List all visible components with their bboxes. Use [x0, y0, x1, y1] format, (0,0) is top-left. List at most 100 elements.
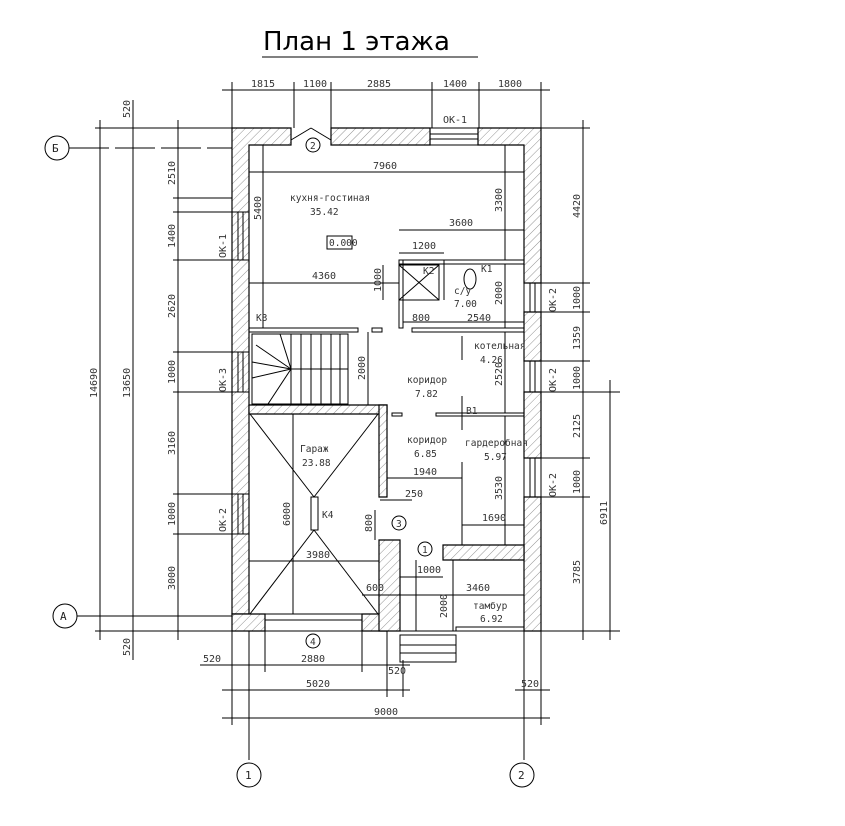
- dimension-label: ОК-2: [548, 288, 559, 312]
- dimension-label: 3530: [494, 476, 505, 500]
- room-area: 6.85: [414, 449, 437, 460]
- dimension-label: 3000: [167, 566, 178, 590]
- dimension-label: 6000: [282, 502, 293, 526]
- dimension-label: 1000: [373, 268, 384, 292]
- drain-k4: [310, 496, 319, 531]
- marker-3: 3: [396, 519, 402, 530]
- dimension-label: 2540: [467, 313, 491, 324]
- windows: [231, 127, 542, 632]
- dimension-label: 3160: [167, 431, 178, 455]
- dimension-label: 6911: [599, 501, 610, 525]
- dimension-label: 2885: [367, 79, 391, 90]
- room-name: с/у: [454, 286, 471, 297]
- axis-a: А: [60, 610, 67, 623]
- elevation-mark: 0.000: [329, 238, 358, 249]
- garage-slope-lines: [249, 413, 379, 615]
- room-name: Гараж: [300, 444, 329, 455]
- marker-1: 1: [422, 545, 428, 556]
- dimension-label: 3785: [572, 560, 583, 584]
- marker-4: 4: [310, 637, 316, 648]
- dimension-label: 1100: [303, 79, 327, 90]
- dimension-lines: [95, 82, 620, 760]
- dimension-label: 1000: [572, 366, 583, 390]
- dimension-label: 520: [388, 666, 406, 677]
- dimension-label: 3300: [494, 188, 505, 212]
- dimension-label: 2880: [301, 654, 325, 665]
- room-name: коридор: [407, 435, 447, 446]
- dimension-label: ОК-2: [218, 508, 229, 532]
- dimension-label: 5020: [306, 679, 330, 690]
- room-area: 5.97: [484, 452, 507, 463]
- room-area: 7.82: [415, 389, 438, 400]
- room-name: гардеробная: [465, 438, 528, 449]
- dimension-label: 4360: [312, 271, 336, 282]
- toilet-icon: [463, 268, 477, 290]
- dimension-label: 520: [203, 654, 221, 665]
- dimension-label: 1000: [572, 286, 583, 310]
- dimension-label: 4420: [572, 194, 583, 218]
- dimension-label: 1000: [167, 360, 178, 384]
- dimension-label: ОК-1: [218, 234, 229, 258]
- dimension-label: 3460: [466, 583, 490, 594]
- dimension-label: 2520: [494, 362, 505, 386]
- room-name: тамбур: [473, 601, 508, 612]
- dimension-label: 1690: [482, 513, 506, 524]
- dimension-label: 800: [412, 313, 430, 324]
- dimension-label: ОК-2: [548, 473, 559, 497]
- dimension-label: 250: [405, 489, 423, 500]
- dimension-label: 2000: [494, 281, 505, 305]
- room-area: 35.42: [310, 207, 339, 218]
- plan-title: План 1 этажа: [263, 27, 450, 57]
- dimension-label: 3600: [449, 218, 473, 229]
- room-area: 6.92: [480, 614, 503, 625]
- dimension-label: 1359: [572, 326, 583, 350]
- dimension-label: 7960: [373, 161, 397, 172]
- tag-k4: К4: [322, 510, 334, 521]
- room-area: 4.26: [480, 355, 503, 366]
- dimension-label: 9000: [374, 707, 398, 718]
- dimension-label: 2510: [167, 161, 178, 185]
- room-labels: кухня-гостиная 35.42 с/у 7.00 котельная 4.2…: [256, 193, 528, 625]
- dimension-label: 1400: [443, 79, 467, 90]
- room-name: коридор: [407, 375, 447, 386]
- tag-k3: К3: [256, 313, 267, 324]
- dimension-label: 2125: [572, 414, 583, 438]
- axis-markers: Б А 1 2 2 3 1 4: [44, 135, 535, 788]
- room-area: 7.00: [454, 299, 477, 310]
- dimension-label: 1400: [167, 224, 178, 248]
- marker-2: 2: [310, 141, 316, 152]
- dimension-label: 1000: [417, 565, 441, 576]
- dimension-label: 5400: [253, 196, 264, 220]
- dimension-label: 14690: [89, 368, 100, 398]
- dimension-label: 2620: [167, 294, 178, 318]
- dimension-label: 520: [122, 638, 133, 656]
- dimension-label: 1000: [167, 502, 178, 526]
- dimension-label: 600: [366, 583, 384, 594]
- dimension-label: ОК-2: [548, 368, 559, 392]
- dimension-label: ОК-1: [443, 115, 467, 126]
- dimension-label: 1800: [498, 79, 522, 90]
- window-labels: ОК-1 ОК-1 ОК-3 ОК-2 ОК-2 ОК-2 ОК-2: [218, 115, 559, 532]
- dimension-label: 1200: [412, 241, 436, 252]
- dimension-label: ОК-3: [218, 368, 229, 392]
- axis-1: 1: [245, 769, 252, 782]
- dimension-label: 1940: [413, 467, 437, 478]
- tag-k2: К2: [423, 266, 434, 277]
- exterior-walls: [231, 127, 542, 632]
- room-name: кухня-гостиная: [290, 193, 370, 204]
- dimension-label: 13650: [122, 368, 133, 398]
- room-name: котельная: [474, 341, 525, 352]
- dimension-label: 2000: [357, 356, 368, 380]
- dimension-label: 1000: [572, 470, 583, 494]
- room-area: 23.88: [302, 458, 331, 469]
- dimension-label: 3980: [306, 550, 330, 561]
- axis-b: Б: [52, 142, 59, 155]
- dimension-label: 2000: [439, 594, 450, 618]
- dimension-label: 1815: [251, 79, 275, 90]
- tag-b1: В1: [466, 406, 478, 417]
- dimension-label: 520: [521, 679, 539, 690]
- dimension-label: 520: [122, 100, 133, 118]
- axis-2: 2: [518, 769, 525, 782]
